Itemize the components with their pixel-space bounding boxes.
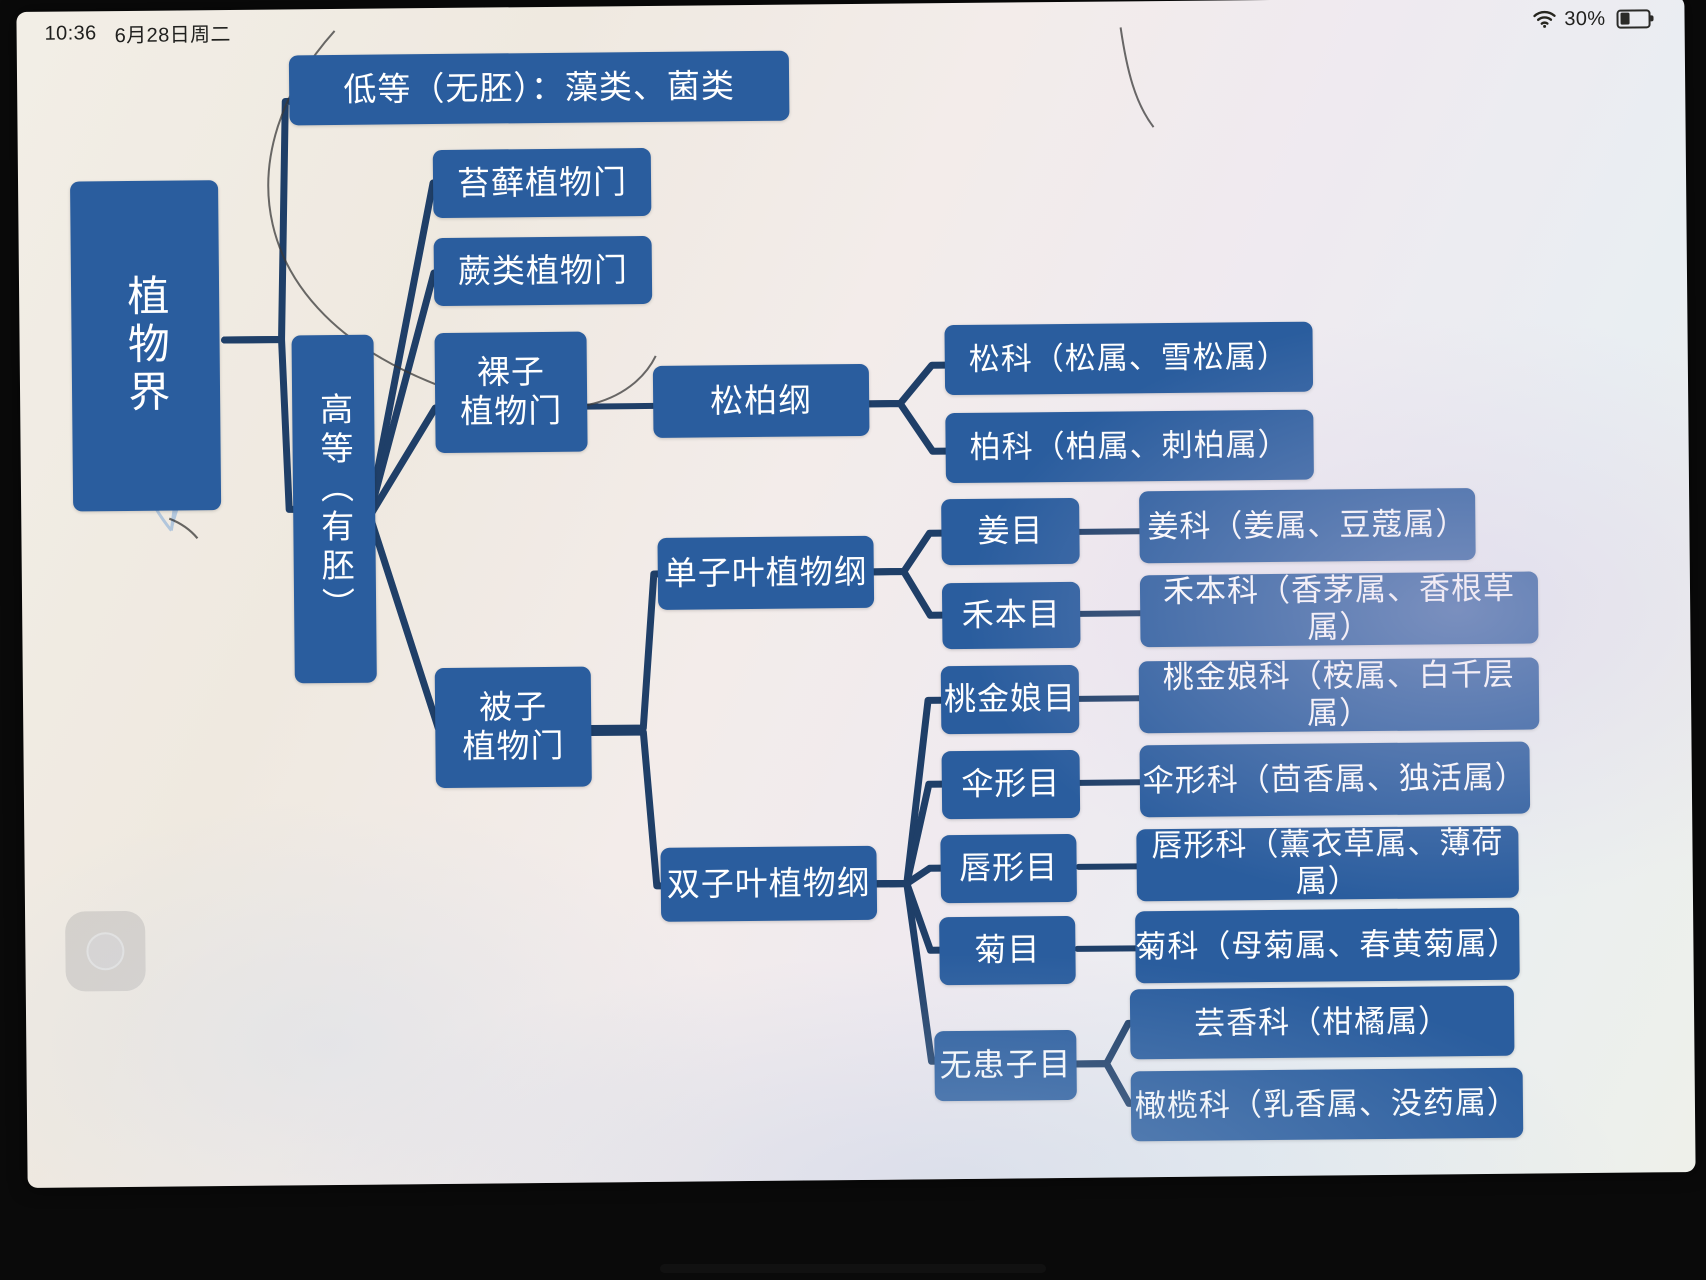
node-family-apiaceae[interactable]: 伞形科（茴香属、独活属）: [1139, 741, 1531, 818]
node-higher-plants[interactable]: 高等（有胚）: [291, 334, 377, 684]
node-monocot-class[interactable]: 单子叶植物纲: [657, 535, 875, 610]
node-dicot-class[interactable]: 双子叶植物纲: [660, 845, 878, 922]
node-family-myrtaceae[interactable]: 桃金娘科（桉属、白千层属）: [1138, 657, 1540, 734]
node-order-zingiberales[interactable]: 姜目: [941, 497, 1080, 566]
node-pinopsida[interactable]: 松柏纲: [652, 363, 870, 438]
node-order-asterales[interactable]: 菊目: [939, 915, 1076, 986]
tablet-screen: 10:36 6月28日周二 30%: [16, 0, 1696, 1188]
node-family-burseraceae[interactable]: 橄榄科（乳香属、没药属）: [1130, 1067, 1524, 1142]
node-family-asteraceae[interactable]: 菊科（母菊属、春黄菊属）: [1135, 907, 1520, 984]
node-family-rutaceae[interactable]: 芸香科（柑橘属）: [1129, 985, 1515, 1060]
node-family-lamiaceae[interactable]: 唇形科（薰衣草属、薄荷属）: [1136, 825, 1519, 902]
node-lower-plants[interactable]: 低等（无胚）：藻类、菌类: [288, 50, 790, 126]
status-bar: 10:36 6月28日周二 30%: [16, 0, 1684, 56]
node-gymnosperm[interactable]: 裸子 植物门: [434, 331, 588, 454]
home-indicator[interactable]: [660, 1264, 1046, 1273]
node-order-lamiales[interactable]: 唇形目: [940, 833, 1077, 904]
node-family-cupressaceae[interactable]: 柏科（柏属、刺柏属）: [945, 409, 1314, 484]
node-order-myrtales[interactable]: 桃金娘目: [940, 664, 1080, 735]
node-root-plant-kingdom[interactable]: 植物界: [70, 180, 222, 512]
node-order-apiales[interactable]: 伞形目: [941, 749, 1081, 820]
node-angiosperm[interactable]: 被子 植物门: [434, 666, 592, 789]
node-family-poaceae[interactable]: 禾本科（香茅属、香根草属）: [1139, 571, 1539, 648]
wifi-icon: [1532, 10, 1556, 28]
node-family-pinaceae[interactable]: 松科（松属、雪松属）: [944, 321, 1314, 396]
node-order-sapindales[interactable]: 无患子目: [934, 1029, 1077, 1102]
node-family-zingiberaceae[interactable]: 姜科（姜属、豆蔻属）: [1139, 488, 1476, 564]
node-bryophyta[interactable]: 苔藓植物门: [432, 147, 652, 219]
mind-map-canvas: 植物界 低等（无胚）：藻类、菌类 高等（有胚） 苔藓植物门 蕨类植物门 裸子 植…: [16, 0, 1695, 1188]
node-order-poales[interactable]: 禾本目: [941, 581, 1081, 650]
assistive-touch-button[interactable]: [65, 910, 146, 992]
assistive-touch-inner-dot: [86, 932, 125, 971]
node-pteridophyta[interactable]: 蕨类植物门: [433, 235, 653, 307]
